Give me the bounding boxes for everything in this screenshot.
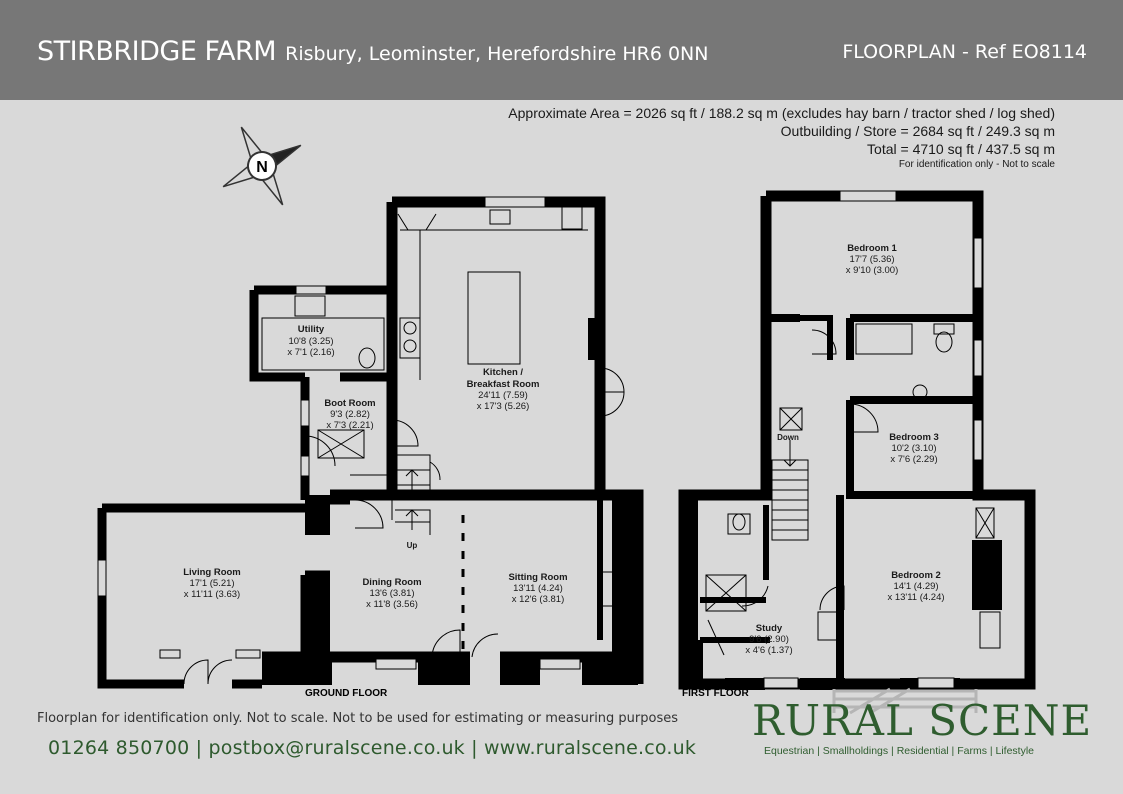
- study-dim2: x 4'6 (1.37): [745, 645, 792, 656]
- stairs-up-label: Up: [407, 541, 418, 550]
- property-name: STIRBRIDGE FARM: [37, 36, 277, 67]
- kitchen-name2: Breakfast Room: [467, 379, 540, 390]
- area-total: Total = 4710 sq ft / 437.5 sq m: [867, 141, 1055, 157]
- bedroom3-dim1: 10'2 (3.10): [891, 443, 936, 454]
- boot-room-dim2: x 7'3 (2.21): [326, 420, 373, 431]
- area-summary: Approximate Area = 2026 sq ft / 188.2 sq…: [508, 104, 1055, 172]
- boot-room-name: Boot Room: [324, 398, 375, 409]
- utility-name: Utility: [298, 324, 325, 335]
- property-title: STIRBRIDGE FARM Risbury, Leominster, Her…: [37, 36, 708, 67]
- floorplan-reference: FLOORPLAN - Ref EO8114: [842, 41, 1087, 63]
- kitchen-dim1: 24'11 (7.59): [478, 390, 528, 401]
- dining-room-dim2: x 11'8 (3.56): [366, 599, 418, 610]
- dining-room-name: Dining Room: [362, 577, 421, 588]
- dining-room-dim1: 13'6 (3.81): [369, 588, 414, 599]
- compass-label: N: [256, 159, 268, 176]
- disclaimer-text: Floorplan for identification only. Not t…: [37, 711, 679, 726]
- compass-icon: N: [222, 126, 302, 206]
- living-room-dim2: x 11'11 (3.63): [184, 589, 240, 600]
- brand-logo: RURAL SCENE: [752, 696, 1093, 745]
- utility-dim1: 10'8 (3.25): [288, 336, 333, 347]
- area-outbuilding: Outbuilding / Store = 2684 sq ft / 249.3…: [780, 123, 1055, 139]
- bedroom3-name: Bedroom 3: [889, 432, 939, 443]
- kitchen-name1: Kitchen /: [483, 367, 523, 378]
- utility-dim2: x 7'1 (2.16): [287, 347, 334, 358]
- bedroom2-name: Bedroom 2: [891, 570, 941, 581]
- bedroom1-dim2: x 9'10 (3.00): [846, 265, 899, 276]
- brand-tagline: Equestrian | Smallholdings | Residential…: [764, 745, 1035, 757]
- first-floor-label: FIRST FLOOR: [682, 688, 749, 699]
- header-banner: STIRBRIDGE FARM Risbury, Leominster, Her…: [0, 0, 1123, 100]
- sitting-room-dim2: x 12'6 (3.81): [512, 594, 565, 605]
- bedroom1-name: Bedroom 1: [847, 243, 897, 254]
- study-name: Study: [756, 623, 783, 634]
- kitchen-dim2: x 17'3 (5.26): [477, 401, 530, 412]
- area-main: Approximate Area = 2026 sq ft / 188.2 sq…: [508, 105, 1055, 121]
- area-note: For identification only - Not to scale: [898, 159, 1055, 170]
- living-room-dim1: 17'1 (5.21): [189, 578, 234, 589]
- sitting-room-dim1: 13'11 (4.24): [513, 583, 563, 594]
- bedroom2-dim1: 14'1 (4.29): [893, 581, 938, 592]
- living-room-name: Living Room: [183, 567, 241, 578]
- study-dim1: 9'6 (2.90): [749, 634, 789, 645]
- bedroom1-dim1: 17'7 (5.36): [849, 254, 894, 265]
- property-address: Risbury, Leominster, Herefordshire HR6 0…: [285, 43, 709, 65]
- bedroom3-dim2: x 7'6 (2.29): [890, 454, 937, 465]
- gate-icon: [832, 687, 978, 715]
- sitting-room-name: Sitting Room: [508, 572, 567, 583]
- boot-room-dim1: 9'3 (2.82): [330, 409, 370, 420]
- ground-floor-label: GROUND FLOOR: [305, 688, 388, 699]
- contact-details: 01264 850700 | postbox@ruralscene.co.uk …: [48, 737, 697, 759]
- bedroom2-dim2: x 13'11 (4.24): [887, 592, 944, 603]
- stairs-down-label: Down: [777, 433, 799, 442]
